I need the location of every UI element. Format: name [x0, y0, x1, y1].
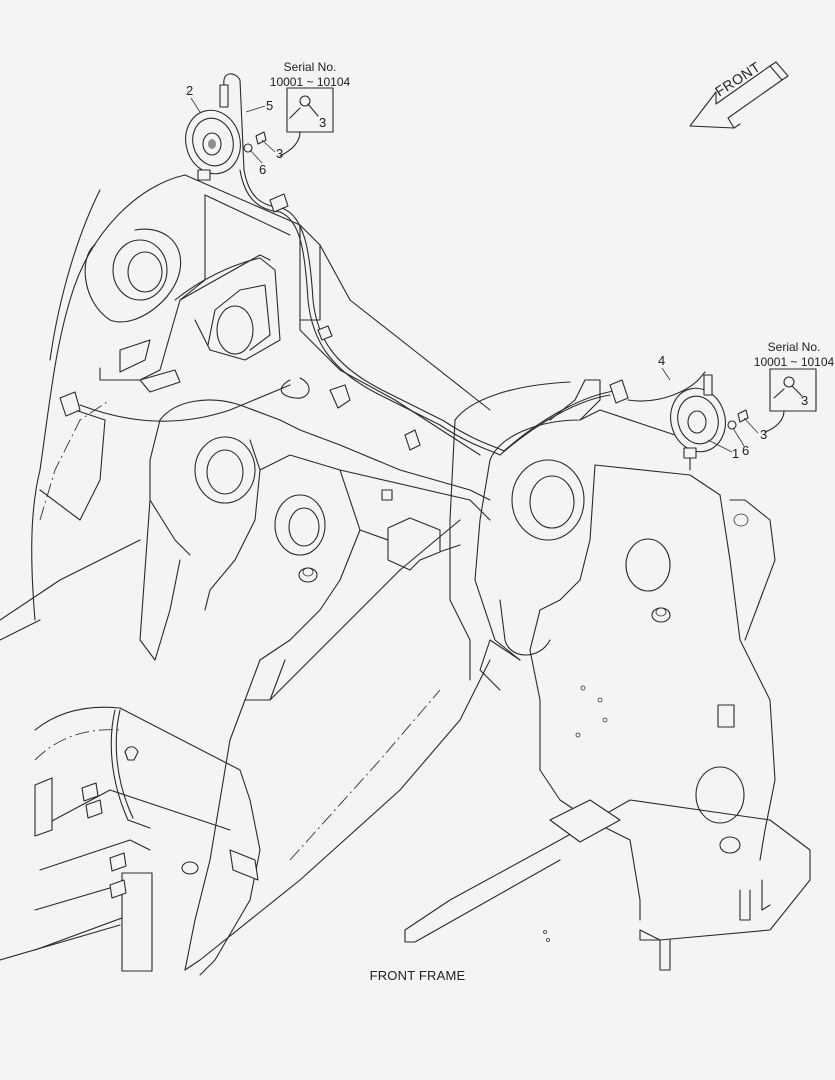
callout-washer-right: 6: [742, 443, 750, 458]
serial-note-left: Serial No. 10001 ~ 10104: [268, 60, 352, 90]
callout-inset-right: 3: [801, 393, 809, 408]
left-frame-arm: [31, 174, 491, 621]
horn-left: [185, 73, 267, 181]
serial-range: 10001 ~ 10104: [269, 75, 351, 89]
lower-diagonal-arm: [0, 519, 491, 971]
callout-washer-left: 6: [259, 162, 267, 177]
callout-inset-left: 3: [319, 115, 327, 130]
arrow-front-icon: [689, 61, 789, 129]
callout-horn-left: 2: [186, 83, 194, 98]
callout-horn-right: 1: [732, 446, 740, 461]
wiring-harness: [59, 169, 706, 456]
serial-inset-right: [764, 368, 817, 433]
callout-harness-left: 5: [266, 98, 274, 113]
serial-title: Serial No.: [283, 60, 337, 74]
serial-title: Serial No.: [767, 340, 821, 354]
diagram-caption: FRONT FRAME: [369, 968, 466, 983]
horn-right: [670, 374, 749, 459]
serial-range: 10001 ~ 10104: [753, 355, 835, 369]
rear-frame-detail: [0, 706, 261, 976]
center-lug-frame: [139, 377, 491, 701]
serial-note-right: Serial No. 10001 ~ 10104: [752, 340, 835, 370]
callout-bolt-right: 3: [760, 427, 768, 442]
right-tower-frame: [404, 379, 811, 971]
callout-harness-right: 4: [658, 353, 666, 368]
serial-inset-left: [279, 87, 334, 157]
callout-bolt-left: 3: [276, 146, 284, 161]
